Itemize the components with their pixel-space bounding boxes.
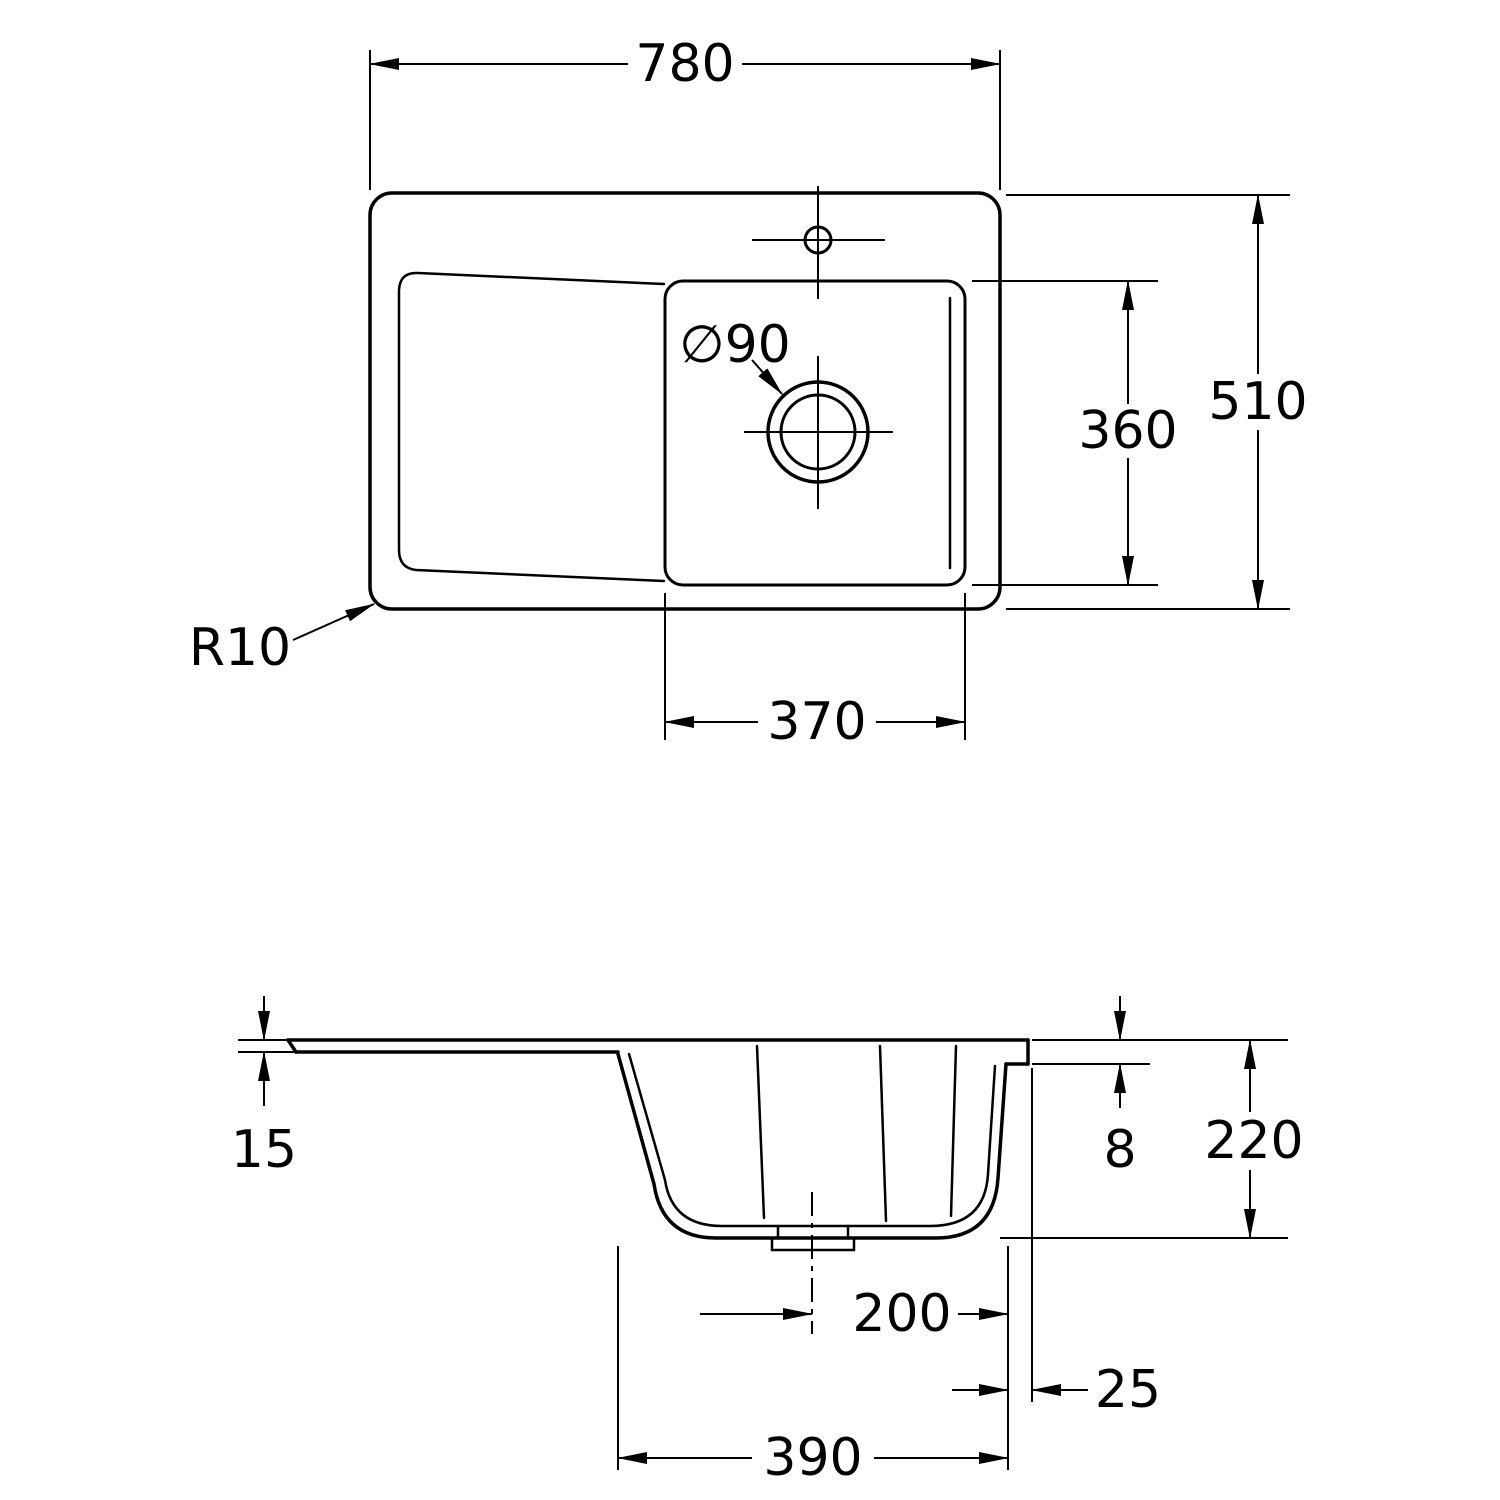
front-tip-face bbox=[286, 1038, 298, 1054]
dim-bowl-outer-width: 390 bbox=[617, 1246, 1009, 1488]
bowl-section-rib bbox=[878, 1044, 888, 1223]
drain-diameter-text: ∅90 bbox=[679, 315, 790, 375]
dim-front-edge-height-text: 15 bbox=[231, 1120, 297, 1180]
dim-rim-height: 8 bbox=[1032, 996, 1150, 1180]
top-view: ∅90 R10 780 510 bbox=[189, 34, 1308, 752]
drain bbox=[744, 356, 893, 509]
dim-overall-width-text: 780 bbox=[635, 34, 734, 94]
dim-overall-height: 220 bbox=[1000, 1039, 1304, 1239]
dim-overall-width: 780 bbox=[369, 34, 1001, 190]
dim-bowl-width: 370 bbox=[664, 593, 966, 752]
corner-radius-text: R10 bbox=[189, 618, 291, 678]
dim-overall-depth: 510 bbox=[1006, 194, 1308, 610]
label-corner-radius: R10 bbox=[189, 603, 375, 678]
dim-bowl-edge-to-rim: 25 bbox=[952, 1068, 1161, 1420]
dim-bowl-depth-text: 360 bbox=[1078, 401, 1177, 461]
dim-bowl-width-text: 370 bbox=[767, 692, 866, 752]
bowl-section-rib bbox=[949, 1044, 958, 1218]
sink-outline bbox=[368, 191, 1002, 611]
dim-bowl-edge-to-rim-text: 25 bbox=[1095, 1360, 1161, 1420]
drain-leader-arrow bbox=[751, 359, 783, 395]
dim-center-to-bowl-edge-text: 200 bbox=[852, 1284, 951, 1344]
dim-center-to-bowl-edge: 200 bbox=[700, 1246, 1009, 1470]
bowl-outer-wall bbox=[616, 1052, 1008, 1240]
dim-overall-depth-text: 510 bbox=[1208, 372, 1307, 432]
drainboard-outline bbox=[397, 271, 666, 583]
dim-overall-height-text: 220 bbox=[1204, 1111, 1303, 1171]
faucet-hole bbox=[752, 186, 885, 299]
section-profile bbox=[286, 1038, 1030, 1334]
dim-front-edge-height: 15 bbox=[231, 996, 302, 1180]
dim-bowl-outer-width-text: 390 bbox=[763, 1428, 862, 1488]
dim-bowl-depth: 360 bbox=[972, 280, 1178, 586]
bowl-outline bbox=[663, 279, 967, 587]
corner-radius-leader-arrow bbox=[292, 603, 375, 641]
bowl-inner-wall bbox=[627, 1052, 997, 1228]
section-view: 15 8 220 200 25 bbox=[231, 996, 1304, 1488]
label-drain-diameter: ∅90 bbox=[679, 315, 791, 395]
dim-rim-height-text: 8 bbox=[1103, 1120, 1136, 1180]
bowl-section-rib bbox=[755, 1044, 766, 1220]
